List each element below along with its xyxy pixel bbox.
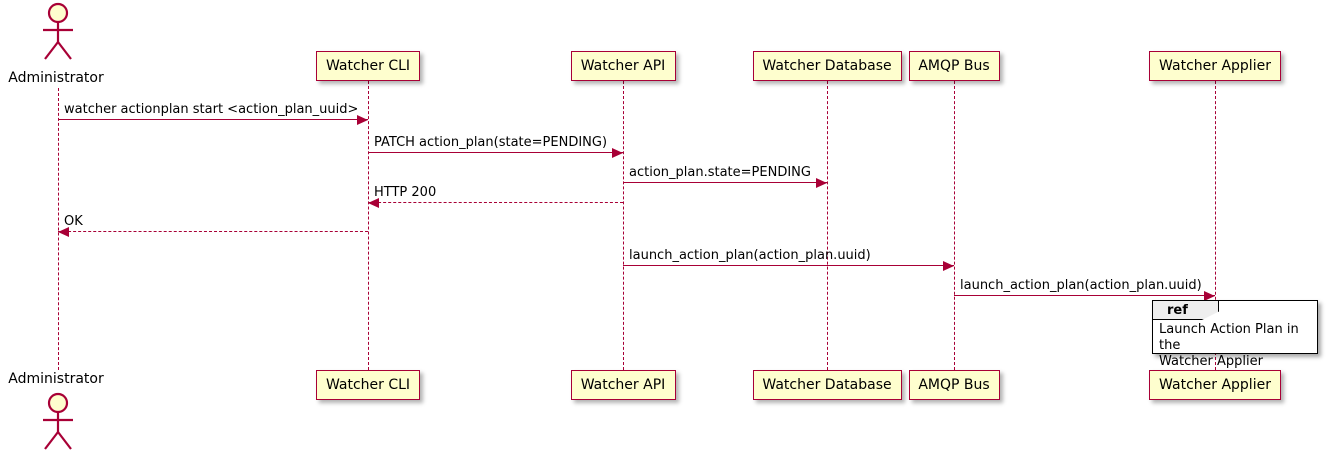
message-arrowhead-4 xyxy=(368,198,379,208)
ref-fragment-tab-label: ref xyxy=(1167,303,1188,318)
message-line-1 xyxy=(58,119,368,120)
message-line-5 xyxy=(58,231,368,232)
participant-watcher-api-top[interactable]: Watcher API xyxy=(570,51,676,81)
participant-watcher-applier-bottom[interactable]: Watcher Applier xyxy=(1149,370,1281,400)
message-label-6: launch_action_plan(action_plan.uuid) xyxy=(629,248,871,263)
message-label-3: action_plan.state=PENDING xyxy=(629,165,811,180)
participant-watcher-applier-top[interactable]: Watcher Applier xyxy=(1149,51,1281,81)
message-line-3 xyxy=(623,182,827,183)
message-arrowhead-5 xyxy=(58,227,69,237)
message-line-4 xyxy=(368,202,623,203)
lifeline-watcher-api xyxy=(623,81,624,370)
actor-administrator-bottom[interactable] xyxy=(34,392,82,452)
message-arrowhead-1 xyxy=(357,115,368,125)
participant-watcher-db-top[interactable]: Watcher Database xyxy=(752,51,902,81)
message-label-4: HTTP 200 xyxy=(374,185,437,200)
message-arrowhead-7 xyxy=(1204,291,1215,301)
message-line-7 xyxy=(954,295,1215,296)
lifeline-watcher-db xyxy=(827,81,828,370)
message-arrowhead-3 xyxy=(816,178,827,188)
actor-administrator-top[interactable] xyxy=(34,2,82,62)
participant-amqp-bus-top[interactable]: AMQP Bus xyxy=(908,51,1000,81)
ref-fragment-tab xyxy=(1153,301,1219,320)
lifeline-watcher-applier xyxy=(1215,81,1216,370)
message-label-7: launch_action_plan(action_plan.uuid) xyxy=(960,278,1202,293)
message-label-2: PATCH action_plan(state=PENDING) xyxy=(374,135,608,150)
message-line-2 xyxy=(368,152,623,153)
lifeline-amqp-bus xyxy=(954,81,955,370)
participant-watcher-cli-top[interactable]: Watcher CLI xyxy=(316,51,420,81)
actor-label-administrator-bottom: Administrator xyxy=(8,371,104,387)
message-arrowhead-6 xyxy=(943,261,954,271)
ref-fragment-body: Launch Action Plan in the Watcher Applie… xyxy=(1159,322,1299,369)
message-arrowhead-2 xyxy=(612,148,623,158)
lifeline-watcher-cli xyxy=(368,81,369,370)
participant-watcher-db-bottom[interactable]: Watcher Database xyxy=(752,370,902,400)
participant-amqp-bus-bottom[interactable]: AMQP Bus xyxy=(908,370,1000,400)
message-label-1: watcher actionplan start <action_plan_uu… xyxy=(64,102,359,117)
actor-label-administrator-top: Administrator xyxy=(8,70,104,86)
participant-watcher-cli-bottom[interactable]: Watcher CLI xyxy=(316,370,420,400)
message-label-5: OK xyxy=(64,214,83,229)
participant-watcher-api-bottom[interactable]: Watcher API xyxy=(570,370,676,400)
message-line-6 xyxy=(623,265,954,266)
